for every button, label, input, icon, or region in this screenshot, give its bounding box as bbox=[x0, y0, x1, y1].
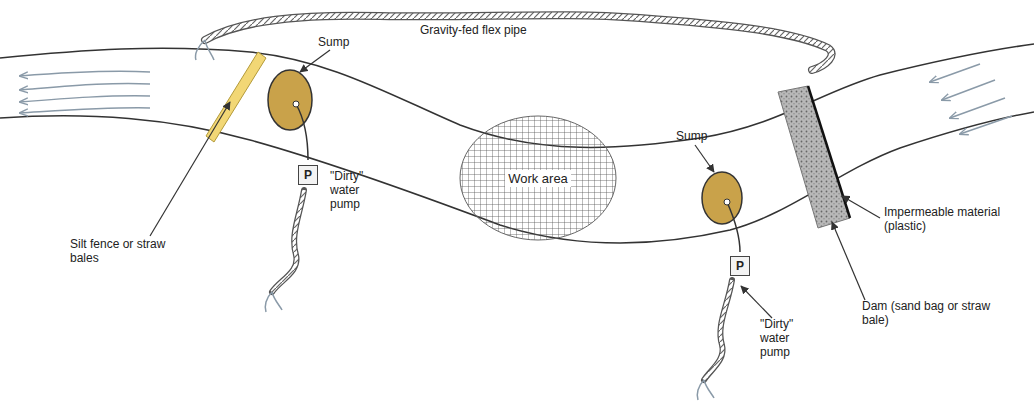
pump-label: "Dirty" water pump bbox=[760, 318, 816, 359]
work-area: Work area bbox=[502, 169, 574, 188]
pipe-label: Gravity-fed flex pipe bbox=[420, 24, 620, 38]
fence-label: Silt fence or straw bales bbox=[70, 238, 180, 266]
node-text: P bbox=[736, 259, 744, 273]
pump-label: "Dirty" water pump bbox=[330, 170, 386, 211]
plastic-label: Impermeable material (plastic) bbox=[884, 206, 1004, 234]
node-text: Work area bbox=[505, 170, 571, 187]
pump-box: P bbox=[298, 165, 318, 185]
sump-label: Sump bbox=[676, 130, 736, 144]
pump-box: P bbox=[730, 256, 750, 276]
dam-label: Dam (sand bag or straw bale) bbox=[862, 300, 992, 328]
node-text: P bbox=[304, 168, 312, 182]
sump-label: Sump bbox=[318, 36, 378, 50]
